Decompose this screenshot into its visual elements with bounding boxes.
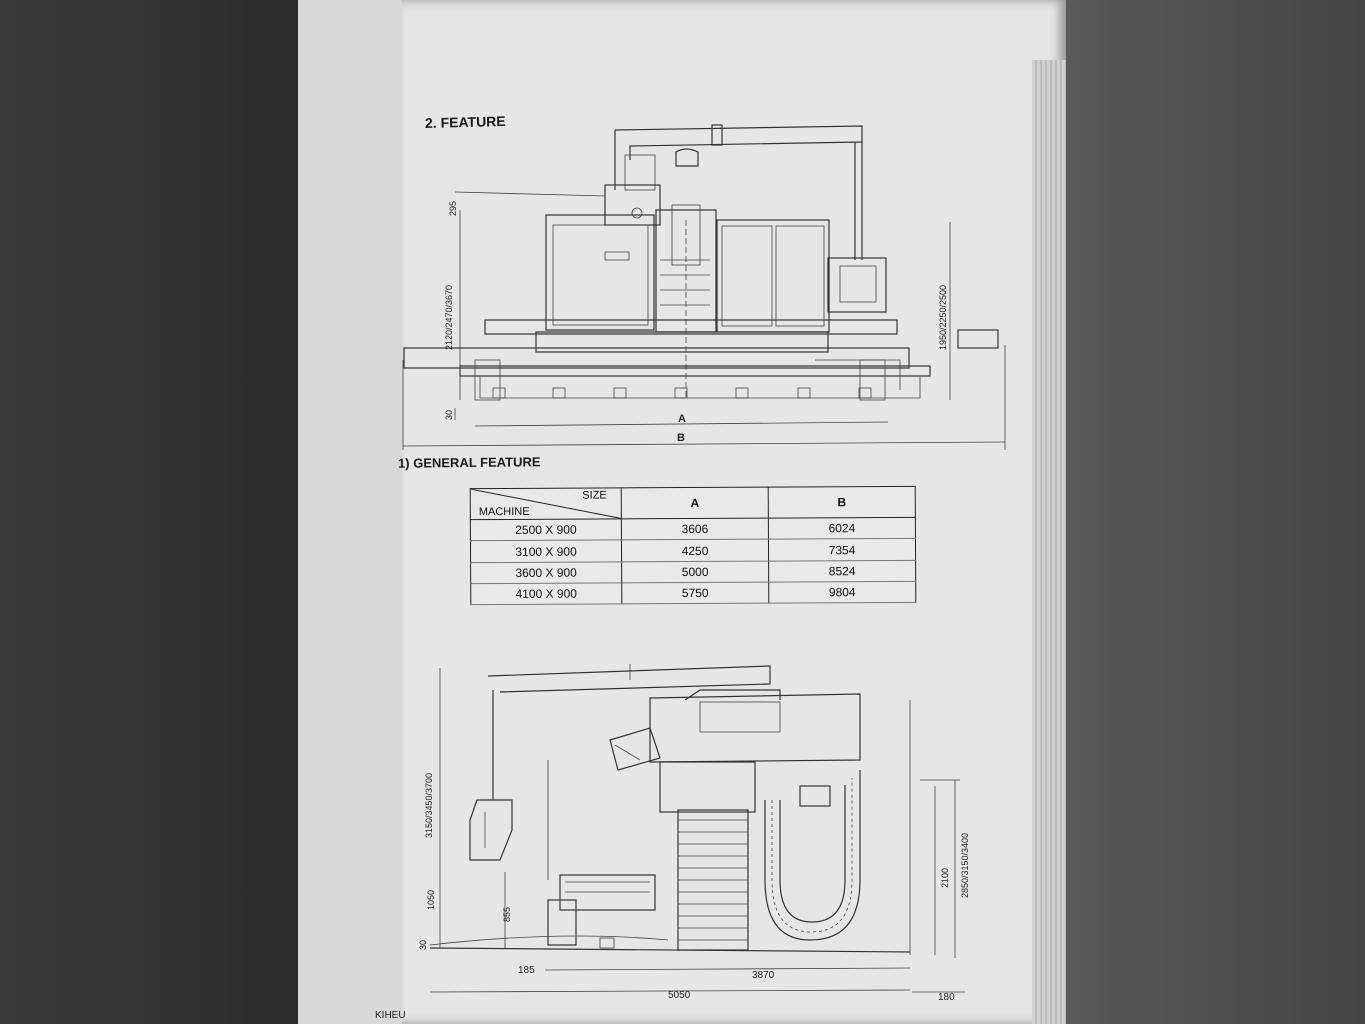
front-dim-bottom: 30: [444, 410, 454, 420]
side-dim-left-height: 3150/3450/3700: [424, 773, 434, 838]
background-right: [1062, 0, 1365, 1024]
side-dim-right-height: 2850/3150/3400: [960, 833, 970, 898]
previous-page: [298, 0, 408, 1024]
table-header-row: SIZE MACHINE A B: [470, 486, 916, 520]
front-dim-top: 295: [448, 201, 458, 216]
page-footer-fragment: KIHEU: [375, 1010, 406, 1021]
general-feature-table: SIZE MACHINE A B 2500 X 900 3606 6024 31…: [469, 485, 917, 606]
front-dim-right-height: 1950/2250/2500: [938, 285, 948, 350]
side-dim-855: 855: [502, 907, 512, 922]
front-dim-b: B: [677, 432, 685, 444]
table-corner-cell: SIZE MACHINE: [470, 487, 622, 520]
side-dim-30: 30: [418, 940, 428, 950]
side-dim-3870: 3870: [752, 970, 775, 981]
side-dim-2100: 2100: [940, 868, 950, 888]
side-dim-1050: 1050: [426, 890, 436, 910]
side-dim-5050: 5050: [668, 990, 691, 1001]
front-dim-left-height: 2120/2470/3670: [444, 285, 454, 350]
background-left: [0, 0, 300, 1024]
side-dim-185: 185: [518, 965, 535, 976]
side-dim-180: 180: [938, 992, 955, 1003]
front-dim-a: A: [678, 413, 686, 425]
page-stack-edge: [1032, 60, 1066, 1024]
